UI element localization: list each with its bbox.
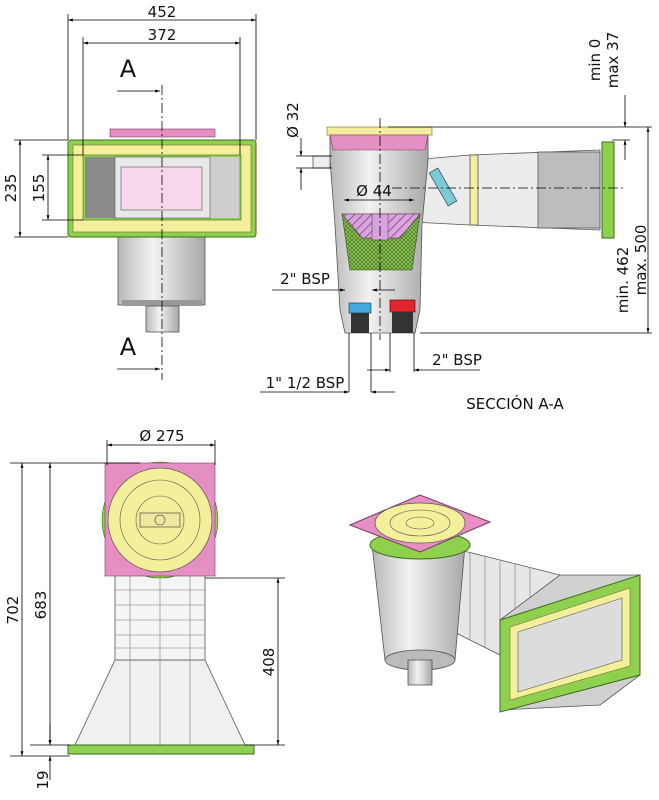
dim-diameter-275: Ø 275 xyxy=(139,427,184,445)
level-min: min 0 xyxy=(586,39,604,82)
isometric-view xyxy=(348,494,641,713)
iso-lid-circle xyxy=(374,502,466,544)
dim-235: 235 xyxy=(2,174,20,203)
dim-155: 155 xyxy=(30,174,48,203)
dim-diameter-32: Ø 32 xyxy=(284,102,302,138)
section-lid xyxy=(326,126,433,136)
dim-19: 19 xyxy=(34,770,52,789)
side-view: Ø 275 702 683 408 19 xyxy=(4,427,285,790)
side-base-flange xyxy=(67,744,255,755)
front-view: 452 372 235 155 A A xyxy=(2,3,257,380)
section-face-frame xyxy=(601,141,615,239)
section-view: min. 462 max. 500 min 0 max 37 Ø 32 Ø 44… xyxy=(260,32,652,413)
valve-blue xyxy=(348,302,372,314)
level-max: max 37 xyxy=(604,32,622,89)
weir-flap-section xyxy=(428,167,458,207)
thread-2in-right: 2" BSP xyxy=(432,351,482,369)
dim-683: 683 xyxy=(32,591,50,620)
valve-red xyxy=(389,299,416,313)
height-min: min. 462 xyxy=(614,247,632,313)
skimmer-body xyxy=(117,236,206,306)
thread-1-1-2in: 1" 1/2 BSP xyxy=(266,374,345,392)
dim-372: 372 xyxy=(148,26,177,44)
section-title: SECCIÓN A-A xyxy=(466,394,564,413)
section-mark-bottom: A xyxy=(120,333,137,361)
thread-2in-left: 2" BSP xyxy=(280,270,330,288)
dim-452: 452 xyxy=(148,3,177,21)
outlet-nozzle xyxy=(145,305,180,333)
lid xyxy=(109,128,216,138)
dim-408: 408 xyxy=(260,648,278,677)
dim-diameter-44: Ø 44 xyxy=(356,182,392,200)
height-max: max. 500 xyxy=(632,225,650,296)
dim-702: 702 xyxy=(4,596,22,625)
section-mark-top: A xyxy=(120,55,137,83)
iso-body xyxy=(371,544,466,661)
weir-flap xyxy=(120,166,203,211)
